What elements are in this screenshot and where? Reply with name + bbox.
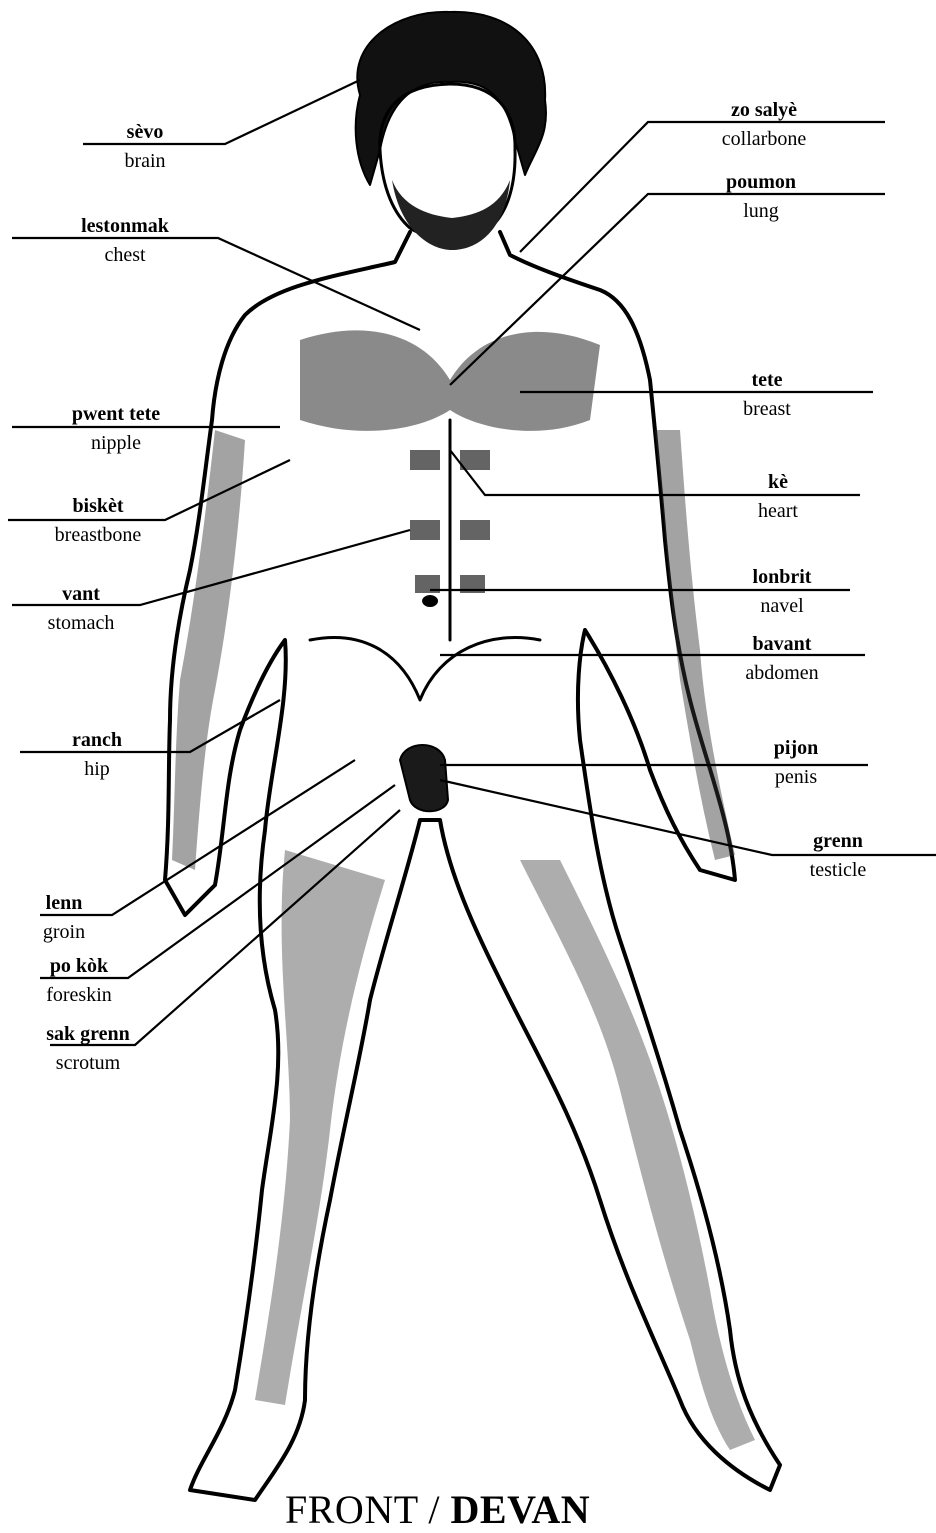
- label-chest: lestonmak chest: [40, 216, 210, 265]
- label-kreyol: pijon: [711, 738, 881, 758]
- label-english: lung: [676, 201, 846, 221]
- label-groin: lenn groin: [0, 893, 149, 942]
- label-brain: sèvo brain: [60, 122, 230, 171]
- label-english: stomach: [0, 613, 166, 633]
- label-english: foreskin: [0, 985, 164, 1005]
- right-leg-shading: [520, 860, 755, 1450]
- label-english: navel: [697, 596, 867, 616]
- label-kreyol: tete: [682, 370, 852, 390]
- label-collarbone: zo salyè collarbone: [679, 100, 849, 149]
- label-testicle: grenn testicle: [753, 831, 923, 880]
- label-english: breastbone: [13, 525, 183, 545]
- label-kreyol: lenn: [0, 893, 149, 913]
- label-kreyol: po kòk: [0, 956, 164, 976]
- label-nipple: pwent tete nipple: [31, 404, 201, 453]
- hair: [356, 12, 546, 185]
- label-english: heart: [693, 501, 863, 521]
- label-scrotum: sak grenn scrotum: [3, 1024, 173, 1073]
- label-foreskin: po kòk foreskin: [0, 956, 164, 1005]
- label-kreyol: pwent tete: [31, 404, 201, 424]
- label-navel: lonbrit navel: [697, 567, 867, 616]
- label-english: nipple: [31, 433, 201, 453]
- body-illustration: [165, 12, 780, 1500]
- left-leg-shading: [255, 850, 385, 1405]
- label-kreyol: lestonmak: [40, 216, 210, 236]
- label-kreyol: kè: [693, 472, 863, 492]
- label-kreyol: ranch: [12, 730, 182, 750]
- caption-separator: /: [418, 1487, 451, 1532]
- caption-english: FRONT: [285, 1487, 418, 1532]
- label-breast: tete breast: [682, 370, 852, 419]
- label-english: groin: [0, 922, 149, 942]
- chest-shading: [300, 330, 600, 431]
- genitals: [400, 745, 448, 811]
- label-kreyol: vant: [0, 584, 166, 604]
- label-english: breast: [682, 399, 852, 419]
- label-breastbone: biskèt breastbone: [13, 496, 183, 545]
- label-english: testicle: [753, 860, 923, 880]
- label-stomach: vant stomach: [0, 584, 166, 633]
- beard: [392, 180, 510, 250]
- label-english: abdomen: [697, 663, 867, 683]
- figure-caption: FRONT / DEVAN: [285, 1486, 590, 1533]
- label-penis: pijon penis: [711, 738, 881, 787]
- label-kreyol: zo salyè: [679, 100, 849, 120]
- label-heart: kè heart: [693, 472, 863, 521]
- label-english: hip: [12, 759, 182, 779]
- label-kreyol: poumon: [676, 172, 846, 192]
- label-abdomen: bavant abdomen: [697, 634, 867, 683]
- label-hip: ranch hip: [12, 730, 182, 779]
- label-english: scrotum: [3, 1053, 173, 1073]
- label-english: chest: [40, 245, 210, 265]
- label-kreyol: lonbrit: [697, 567, 867, 587]
- label-english: collarbone: [679, 129, 849, 149]
- label-english: brain: [60, 151, 230, 171]
- label-kreyol: sak grenn: [3, 1024, 173, 1044]
- navel-mark: [422, 595, 438, 607]
- label-lung: poumon lung: [676, 172, 846, 221]
- label-kreyol: grenn: [753, 831, 923, 851]
- label-kreyol: bavant: [697, 634, 867, 654]
- pelvis-line: [310, 638, 540, 701]
- label-kreyol: biskèt: [13, 496, 183, 516]
- label-english: penis: [711, 767, 881, 787]
- caption-kreyol: DEVAN: [451, 1487, 591, 1532]
- label-kreyol: sèvo: [60, 122, 230, 142]
